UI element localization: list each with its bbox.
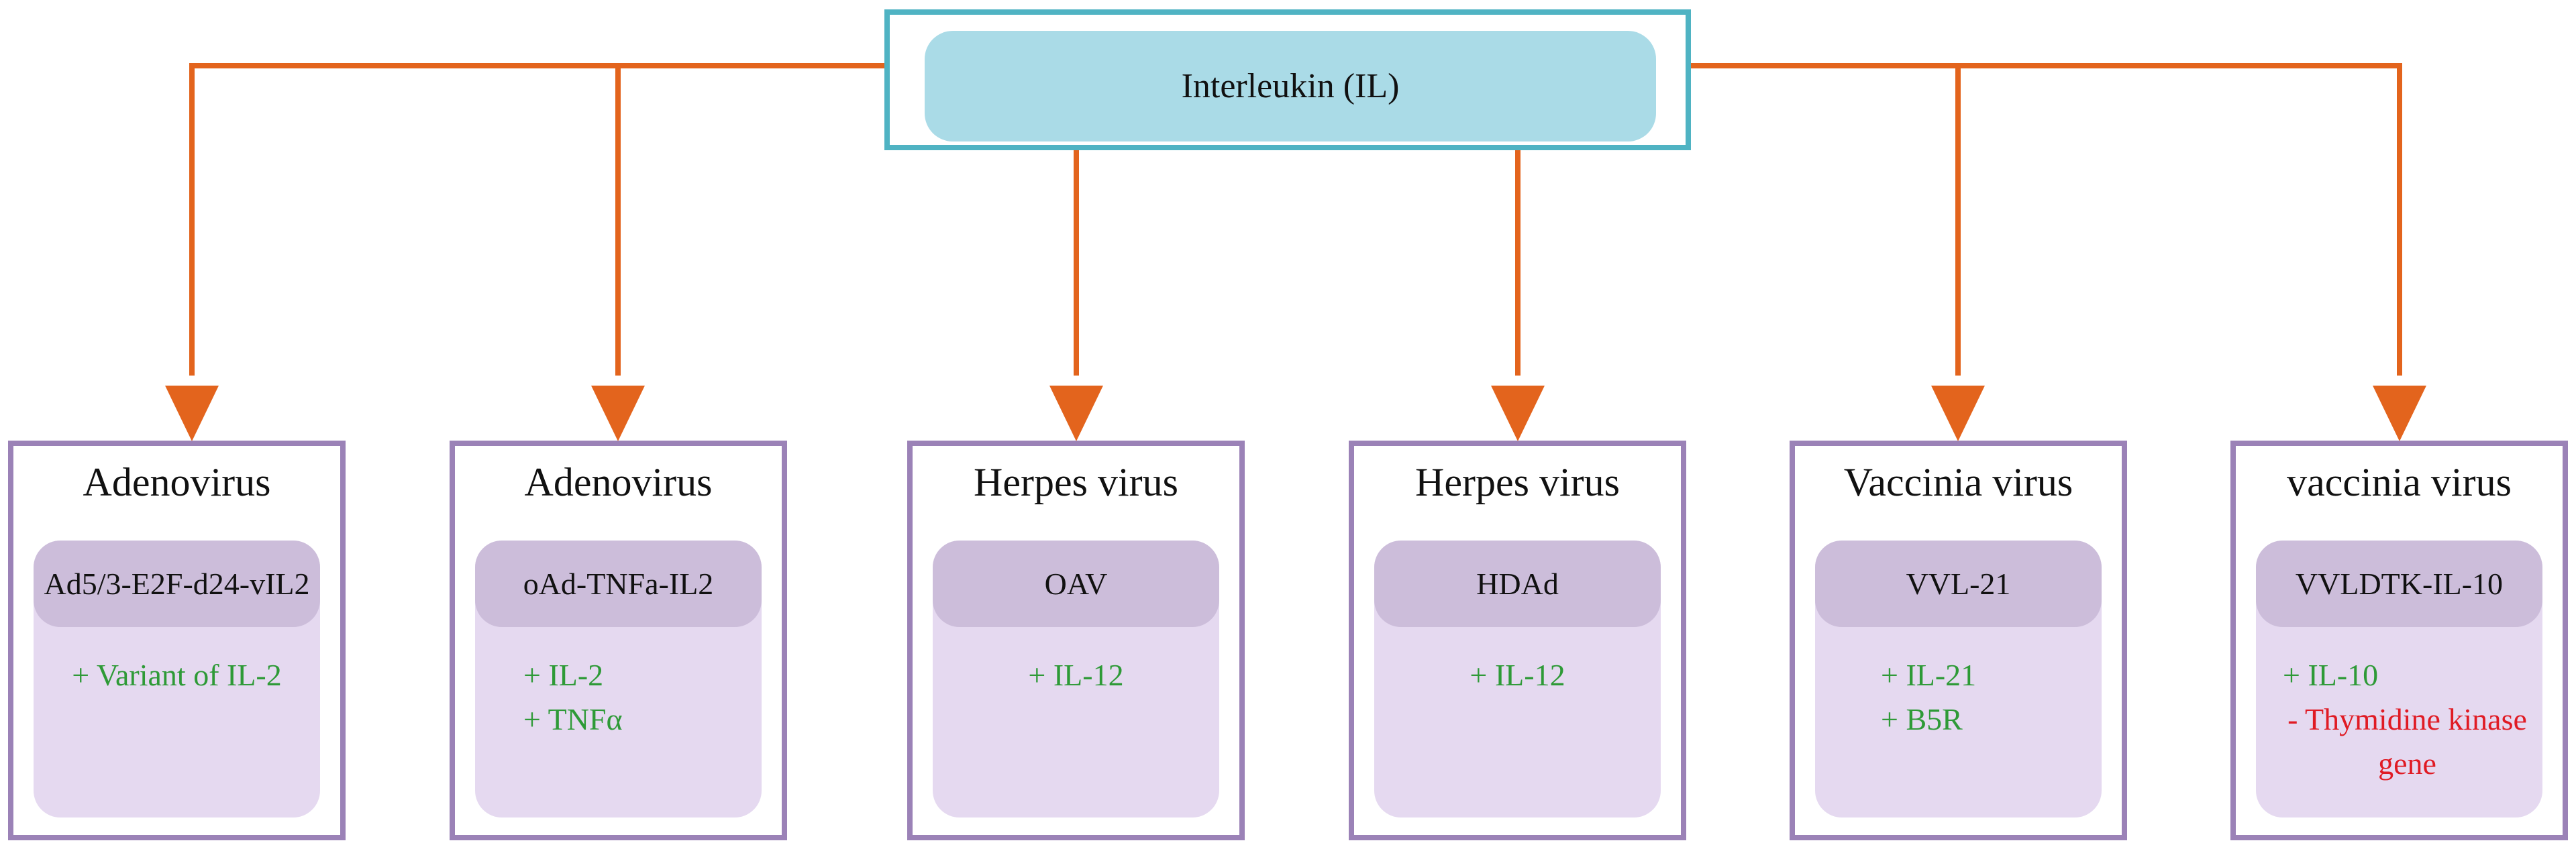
arrowhead-card-4	[1491, 386, 1545, 441]
modification-added: + IL-10	[2283, 658, 2379, 692]
root-label: Interleukin (IL)	[925, 31, 1656, 142]
construct-name: oAd-TNFa-IL2	[475, 541, 762, 627]
construct-panel: OAV + IL-12	[933, 541, 1219, 817]
modification-list: + IL-10 - Thymidine kinase gene	[2256, 653, 2542, 786]
virus-name: Adenovirus	[83, 460, 271, 504]
modification-list: + IL-12	[1374, 653, 1661, 697]
connector-right-branch	[1691, 63, 2402, 376]
virus-name: Adenovirus	[524, 460, 713, 504]
virus-card-adenovirus-2: Adenovirus oAd-TNFa-IL2 + IL-2 + TNFα	[450, 441, 787, 840]
virus-card-vaccinia-1: Vaccinia virus VVL-21 + IL-21 + B5R	[1790, 441, 2127, 840]
construct-name: VVLDTK-IL-10	[2256, 541, 2542, 627]
modification-list: + IL-2 + TNFα	[475, 653, 762, 742]
construct-panel: HDAd + IL-12	[1374, 541, 1661, 817]
construct-name: VVL-21	[1815, 541, 2102, 627]
modification-added: + TNFα	[523, 702, 623, 736]
arrowhead-card-5	[1931, 386, 1985, 441]
construct-panel: VVL-21 + IL-21 + B5R	[1815, 541, 2102, 817]
modification-added: + IL-12	[1470, 658, 1565, 692]
construct-panel: VVLDTK-IL-10 + IL-10 - Thymidine kinase …	[2256, 541, 2542, 817]
modification-added: + Variant of IL-2	[72, 658, 282, 692]
virus-name: Herpes virus	[1415, 460, 1620, 504]
root-node: Interleukin (IL)	[884, 9, 1691, 150]
modification-list: + Variant of IL-2	[34, 653, 320, 697]
virus-card-vaccinia-2: vaccinia virus VVLDTK-IL-10 + IL-10 - Th…	[2230, 441, 2568, 840]
modification-removed: - Thymidine kinase gene	[2287, 702, 2527, 781]
construct-name: OAV	[933, 541, 1219, 627]
virus-name: Herpes virus	[974, 460, 1178, 504]
modification-list: + IL-21 + B5R	[1815, 653, 2102, 742]
modification-added: + B5R	[1881, 702, 1963, 736]
arrowhead-card-6	[2373, 386, 2426, 441]
arrowhead-card-3	[1049, 386, 1103, 441]
modification-added: + IL-21	[1881, 658, 1977, 692]
arrowhead-card-1	[165, 386, 219, 441]
construct-name: Ad5/3-E2F-d24-vIL2	[34, 541, 320, 627]
virus-name: Vaccinia virus	[1843, 460, 2073, 504]
arrowhead-card-2	[591, 386, 645, 441]
connector-left-branch	[189, 63, 884, 376]
construct-panel: oAd-TNFa-IL2 + IL-2 + TNFα	[475, 541, 762, 817]
virus-card-herpes-1: Herpes virus OAV + IL-12	[907, 441, 1245, 840]
construct-panel: Ad5/3-E2F-d24-vIL2 + Variant of IL-2	[34, 541, 320, 817]
modification-list: + IL-12	[933, 653, 1219, 697]
virus-card-adenovirus-1: Adenovirus Ad5/3-E2F-d24-vIL2 + Variant …	[8, 441, 346, 840]
modification-added: + IL-12	[1028, 658, 1124, 692]
virus-name: vaccinia virus	[2287, 460, 2512, 504]
construct-name: HDAd	[1374, 541, 1661, 627]
modification-added: + IL-2	[523, 658, 604, 692]
virus-card-herpes-2: Herpes virus HDAd + IL-12	[1349, 441, 1686, 840]
